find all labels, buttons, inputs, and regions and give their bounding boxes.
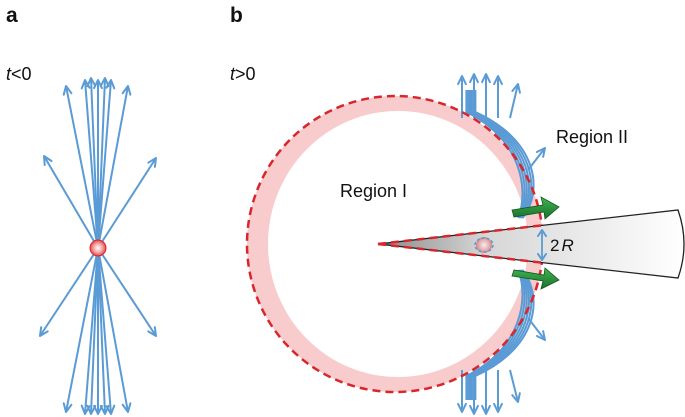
- radius-arrow-head-bottom: [537, 253, 547, 261]
- field-line-a: [65, 85, 99, 249]
- field-line-a-arrowhead: [62, 402, 73, 413]
- field-lines-shell: [457, 73, 546, 415]
- shell-line-bottom-arrowhead: [469, 404, 479, 415]
- shell-line-upper: [469, 90, 528, 219]
- region-1-label: Region I: [340, 181, 407, 201]
- cone-source: [476, 237, 492, 253]
- flow-arrow-lower: [511, 267, 560, 290]
- flow-arrow-upper: [511, 196, 560, 220]
- field-line-a: [84, 79, 99, 249]
- shell-line-bottom-arrowhead: [457, 402, 467, 413]
- field-line-a-arrowhead: [43, 155, 53, 166]
- panel-a-condition-rel: <0: [11, 64, 32, 84]
- region-2-label: Region II: [556, 127, 628, 147]
- shell-line-bottom-arrowhead: [511, 392, 521, 403]
- field-line-a-arrowhead: [121, 402, 132, 413]
- field-line-a: [97, 247, 129, 413]
- shell-line-top-arrowhead: [511, 83, 521, 94]
- field-line-a-arrowhead: [105, 79, 116, 90]
- field-line-a-arrowhead: [62, 85, 73, 96]
- shell-line-bottom: [509, 369, 519, 403]
- shell-line-lower: [474, 269, 535, 400]
- field-line-a-arrowhead: [147, 326, 157, 337]
- field-line-a: [97, 79, 112, 249]
- field-line-a: [97, 247, 157, 337]
- shell-line-upper: [474, 90, 535, 219]
- field-line-a: [97, 85, 129, 249]
- shell-line-lower: [467, 269, 526, 400]
- shell-line-side: [527, 317, 546, 341]
- shell-line-side: [527, 147, 546, 171]
- shell-line-side-arrowhead: [535, 330, 546, 341]
- field-line-a: [97, 247, 112, 415]
- radius-label-var: R: [561, 236, 573, 255]
- cone-edge-upper: [377, 223, 546, 246]
- field-line-a: [43, 155, 99, 249]
- cone-source-outline: [474, 237, 494, 253]
- ring-band: [247, 96, 395, 392]
- field-line-a: [39, 247, 99, 337]
- field-line-a-arrowhead: [99, 77, 110, 88]
- cone-wedge: [377, 209, 685, 279]
- field-line-a-arrowhead: [121, 85, 132, 96]
- panel-a-condition-var: t: [6, 64, 12, 84]
- shell-line-top-arrowhead: [493, 75, 503, 86]
- field-line-a-arrowhead: [147, 157, 157, 168]
- field-line-a-arrowhead: [105, 404, 116, 415]
- shell-line-top-arrowhead: [457, 75, 467, 86]
- field-line-a-arrowhead: [93, 404, 103, 415]
- panel-b-letter: b: [230, 4, 243, 27]
- panel-b-condition: t>0: [230, 64, 256, 84]
- shell-line-lower: [465, 269, 524, 400]
- panel-a-condition: t<0: [6, 64, 32, 84]
- panel-b-condition-rel: >0: [235, 64, 256, 84]
- shell-line-side-arrowhead: [535, 147, 546, 158]
- field-line-a-arrowhead: [39, 326, 49, 337]
- field-line-a: [90, 247, 99, 415]
- shell-line-upper: [472, 90, 533, 219]
- shell-line-lower: [469, 269, 528, 400]
- shell-line-bottom-arrowhead: [493, 402, 503, 413]
- panel-a-letter: a: [6, 4, 18, 27]
- shell-line-upper: [465, 90, 524, 219]
- shell-line-top: [509, 83, 519, 119]
- shell-line-lower: [472, 269, 533, 400]
- point-source: [89, 239, 107, 257]
- shell-line-top-arrowhead: [481, 73, 491, 84]
- shell-line-bottom-arrowhead: [481, 404, 491, 415]
- panel-b-condition-var: t: [230, 64, 236, 84]
- shell-line-top-arrowhead: [469, 73, 479, 84]
- shell-line-lower: [470, 269, 531, 400]
- cone-edge-lower: [377, 242, 546, 265]
- radius-label-prefix: 2: [550, 236, 559, 255]
- panel-a: a t<0: [6, 4, 157, 415]
- shell-line-upper: [470, 90, 531, 219]
- field-line-a: [65, 247, 99, 413]
- field-line-a-arrowhead: [86, 404, 97, 415]
- field-line-a: [97, 77, 106, 249]
- radius-arrow-head-top: [537, 229, 547, 237]
- field-line-a-arrowhead: [86, 77, 97, 88]
- field-line-a: [90, 77, 99, 249]
- field-line-a: [97, 157, 157, 249]
- shell-line-upper: [467, 90, 526, 219]
- field-lines-a: [39, 77, 157, 415]
